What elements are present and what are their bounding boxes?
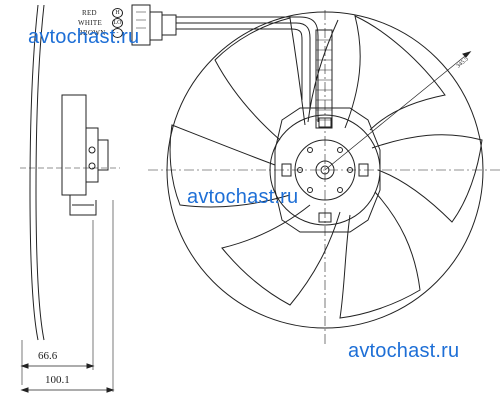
- pin-hi: H: [112, 8, 123, 18]
- wire-color-red: RED: [82, 9, 97, 17]
- dim-100-label: 100.1: [45, 374, 70, 386]
- cable-harness: [176, 16, 333, 129]
- side-motor: [61, 94, 87, 196]
- side-shroud: [29, 4, 39, 341]
- wire-color-brown: BROWN: [78, 29, 106, 37]
- pin-ground: -: [112, 28, 123, 38]
- watermark-bottom: avtochast.ru: [348, 340, 460, 362]
- wire-color-white: WHITE: [78, 19, 103, 27]
- dim-66-label: 66.6: [38, 350, 58, 362]
- fan-blades: [169, 15, 483, 319]
- pin-lo: LO: [112, 18, 123, 28]
- watermark-top: avtochast.ru: [28, 26, 140, 48]
- watermark-middle: avtochast.ru: [187, 186, 299, 208]
- hub-inner: [294, 139, 356, 201]
